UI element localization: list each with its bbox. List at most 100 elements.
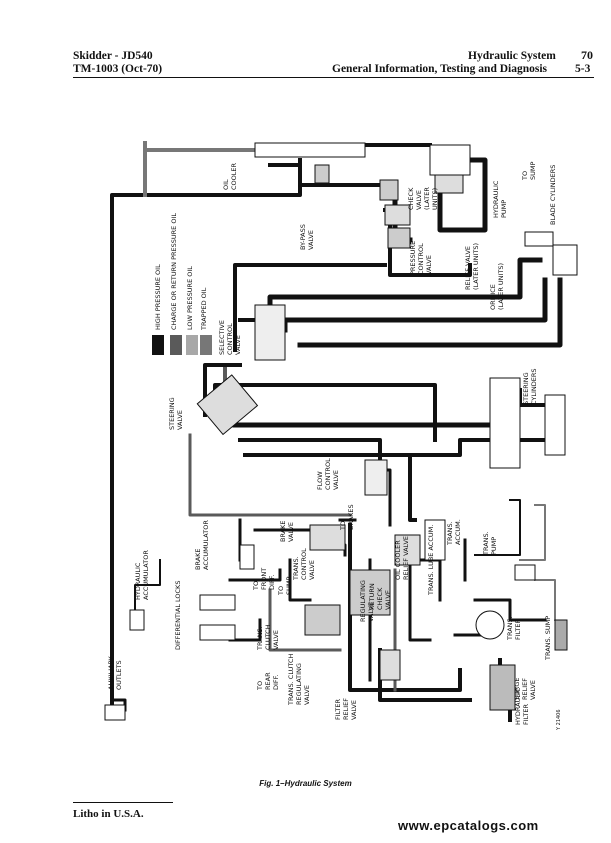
brake-valve xyxy=(309,524,346,551)
filter-relief-label-1: FILTER xyxy=(334,699,342,720)
return-check-label-1: RETURN xyxy=(368,583,376,610)
legend-trapped-label: TRAPPED OIL xyxy=(200,287,208,331)
pressure-control-label-3: VALVE xyxy=(425,255,433,275)
bypass-valve-body xyxy=(379,179,399,201)
header-title-left: Skidder - JD540 xyxy=(73,50,153,62)
pressure-control-label-1: PRESSURE xyxy=(409,241,417,275)
selective-valve-label-3: VALVE xyxy=(234,335,242,355)
hydraulic-accumulator xyxy=(129,609,145,631)
header-tm-number: TM-1003 (Oct-70) xyxy=(73,63,163,75)
legend-high-pressure-label: HIGH PRESSURE OIL xyxy=(154,264,162,330)
hydraulic-accumulator-label-2: ACCUMULATOR xyxy=(142,550,150,600)
blade-cylinder-1 xyxy=(524,231,554,247)
steering-cylinders-label-2: CYLINDERS xyxy=(530,368,538,405)
to-brakes-label-1: TO xyxy=(339,521,347,531)
header-rule xyxy=(73,77,594,79)
hydraulic-filter-label-1: HYDRAULIC xyxy=(514,687,522,725)
orifice-label-2: (LATER UNITS) xyxy=(497,263,505,310)
blade-cylinder-2 xyxy=(552,244,578,276)
trans-filter-label-2: FILTER xyxy=(514,619,522,640)
trans-accum-label-2: ACCUM. xyxy=(454,519,462,545)
bypass-label-2: VALVE xyxy=(307,230,315,250)
oil-cooler xyxy=(254,142,366,158)
flow-control-label-3: VALVE xyxy=(332,470,340,490)
to-front-diff-label-1: TO xyxy=(252,581,260,591)
steering-cylinder-2 xyxy=(544,394,566,456)
steering-cylinders-label-1: STEERING xyxy=(522,372,530,405)
check-valve-label-1: CHECK xyxy=(407,187,415,210)
check-valve xyxy=(434,174,464,194)
orifice-label-1: ORIFICE xyxy=(489,284,497,310)
auxiliary-outlets-label-1: AUXILIARY xyxy=(107,656,115,690)
to-sump-top-label-1: TO xyxy=(521,171,529,181)
bypass-label-1: BY-PASS xyxy=(299,224,307,250)
check-valve-label-2: VALVE xyxy=(415,190,423,210)
flow-control-valve xyxy=(364,459,388,496)
trans-clutch-valve-label-3: VALVE xyxy=(272,630,280,650)
selective-valve-label-2: CONTROL xyxy=(226,323,234,355)
watermark: www.epcatalogs.com xyxy=(398,818,539,833)
selective-valve-label-1: SELECTIVE xyxy=(218,320,226,355)
surge-relief-label-2: RELIEF xyxy=(521,678,529,700)
brake-valve-label-2: VALVE xyxy=(287,522,295,542)
header-section-title: Hydraulic System xyxy=(468,50,556,62)
hydraulic-filter xyxy=(489,664,516,711)
drawing-number: Y 21406 xyxy=(556,709,562,731)
trans-filter-label-1: TRANS. xyxy=(506,616,514,641)
check-valve-label-3: (LATER xyxy=(423,187,431,210)
blade-cylinders-label: BLADE CYLINDERS xyxy=(549,165,557,225)
trans-control-label-2: CONTROL xyxy=(300,548,308,580)
hydraulic-filter-label-2: FILTER xyxy=(522,704,530,725)
trans-pump-label-2: PUMP xyxy=(490,537,498,555)
hydraulic-pump-label-2: PUMP xyxy=(500,200,508,218)
steering-valve xyxy=(196,374,259,436)
hydraulic-pump-label-1: HYDRAULIC xyxy=(492,180,500,218)
to-sump-top-label-2: SUMP xyxy=(529,162,537,180)
surge-relief-label-1: SURGE xyxy=(513,677,521,700)
to-rear-diff-label-1: TO xyxy=(256,681,264,691)
legend-swatch-charge-return xyxy=(170,335,182,355)
hydraulic-pump xyxy=(429,144,471,176)
header-page-number: 70 xyxy=(581,48,593,62)
trans-control-valve xyxy=(304,604,341,636)
trans-clutch-reg-label-3: VALVE xyxy=(303,685,311,705)
oil-cooler-label-1: OIL xyxy=(222,179,230,190)
brake-accumulator xyxy=(239,544,255,570)
legend-low-pressure-label: LOW PRESSURE OIL xyxy=(186,266,194,330)
brake-accumulator-label-2: ACCUMULATOR xyxy=(202,520,210,570)
auxiliary-outlets xyxy=(104,704,126,721)
regulating-valve-label-1: REGULATING xyxy=(359,580,367,622)
header-section-page: 5-3 xyxy=(575,63,591,75)
steering-valve-label-1: STEERING xyxy=(168,397,176,430)
legend-charge-return-label: CHARGE OR RETURN PRESSURE OIL xyxy=(170,213,178,330)
steering-valve-label-2: VALVE xyxy=(176,410,184,430)
trans-sump-label: TRANS. SUMP xyxy=(544,616,552,661)
to-front-diff-label-3: DIFF. xyxy=(268,575,276,590)
to-front-diff-label-2: FRONT xyxy=(260,568,268,590)
auxiliary-outlets-label-2: OUTLETS xyxy=(115,660,123,690)
trans-pump-label-1: TRANS. xyxy=(482,531,490,556)
trans-pump xyxy=(514,564,536,581)
filter-relief-label-2: RELIEF xyxy=(342,698,350,720)
return-check-label-2: CHECK xyxy=(376,587,384,610)
pressure-control-label-2: CONTROL xyxy=(417,243,425,275)
trans-accum-label-1: TRANS. xyxy=(446,521,454,546)
to-sump-mid-label-2: SUMP xyxy=(285,577,293,595)
return-check-label-3: VALVE xyxy=(384,590,392,610)
oil-cooler-label-2: COOLER xyxy=(230,163,238,190)
trans-lube-accum-label: TRANS. LUBE ACCUM. xyxy=(427,525,435,596)
brake-accumulator-label-1: BRAKE xyxy=(194,548,202,570)
filter-relief-valve xyxy=(379,649,401,681)
trans-clutch-valve-label-2: CLUTCH xyxy=(264,624,272,650)
check-valve-label-4: UNITS) xyxy=(431,188,439,210)
pressure-control-valve xyxy=(387,227,411,249)
trans-filter xyxy=(475,610,505,640)
filter-relief-label-3: VALVE xyxy=(350,700,358,720)
pressure-control-top xyxy=(384,204,411,226)
trans-clutch-valve-label-1: TRANS. xyxy=(256,626,264,651)
to-rear-diff-label-2: REAR xyxy=(264,672,272,690)
trans-accumulator xyxy=(424,519,446,561)
legend-swatch-trapped xyxy=(200,335,212,355)
differential-locks-label: DIFFERENTIAL LOCKS xyxy=(174,581,182,650)
